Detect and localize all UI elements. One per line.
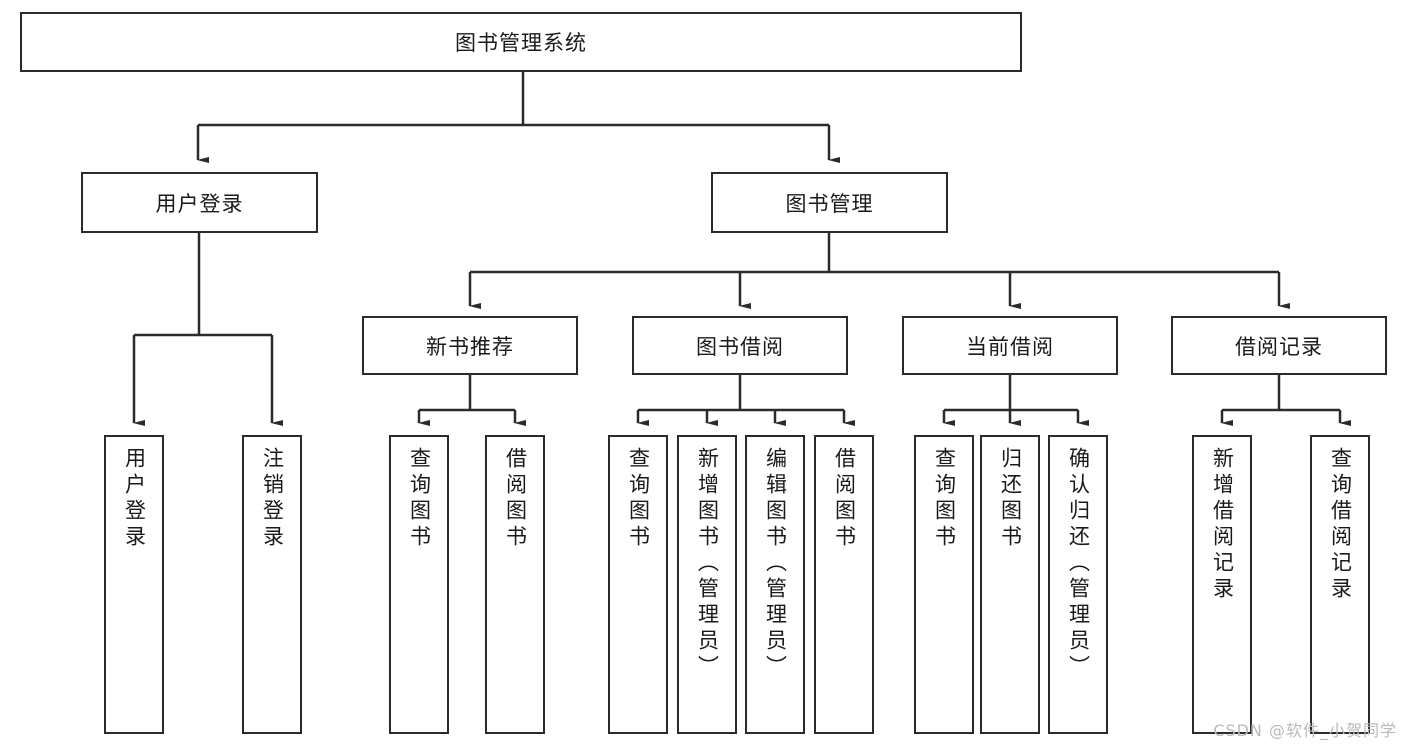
node-book-management[interactable]: 图书管理	[711, 172, 948, 233]
node-borrowing-records[interactable]: 借阅记录	[1171, 316, 1387, 375]
leaf-query-books-borrowing[interactable]: 查询图书	[608, 435, 668, 734]
leaf-user-login[interactable]: 用户登录	[104, 435, 164, 734]
leaf-add-borrow-record[interactable]: 新增借阅记录	[1192, 435, 1252, 734]
node-label: 新书推荐	[426, 334, 514, 359]
leaf-query-borrow-record[interactable]: 查询借阅记录	[1310, 435, 1370, 734]
node-label: 确认归还（管理员）	[1066, 447, 1091, 681]
leaf-borrow-books-recommendation[interactable]: 借阅图书	[485, 435, 545, 734]
node-label: 新增借阅记录	[1210, 447, 1235, 603]
node-label: 当前借阅	[966, 334, 1054, 359]
node-label: 图书管理	[785, 191, 874, 216]
leaf-confirm-return-admin[interactable]: 确认归还（管理员）	[1048, 435, 1108, 734]
node-label: 借阅记录	[1235, 334, 1323, 359]
node-label: 借阅图书	[503, 447, 528, 551]
leaf-query-books-recommendation[interactable]: 查询图书	[389, 435, 449, 734]
node-label: 查询图书	[626, 447, 651, 551]
node-root-book-management-system[interactable]: 图书管理系统	[20, 12, 1022, 72]
node-book-borrowing[interactable]: 图书借阅	[632, 316, 848, 375]
node-label: 用户登录	[155, 191, 244, 216]
node-current-borrowing[interactable]: 当前借阅	[902, 316, 1118, 375]
node-label: 查询图书	[407, 447, 432, 551]
node-label: 注销登录	[260, 447, 285, 551]
leaf-edit-book-admin[interactable]: 编辑图书（管理员）	[745, 435, 805, 734]
node-label: 查询借阅记录	[1328, 447, 1353, 603]
node-label: 查询图书	[932, 447, 957, 551]
node-label: 用户登录	[122, 447, 147, 551]
node-user-login[interactable]: 用户登录	[81, 172, 318, 233]
watermark: CSDN @软件_小贺同学	[1213, 721, 1397, 740]
node-label: 借阅图书	[832, 447, 857, 551]
node-label: 编辑图书（管理员）	[763, 447, 788, 681]
leaf-borrow-books[interactable]: 借阅图书	[814, 435, 874, 734]
node-label: 新增图书（管理员）	[695, 447, 720, 681]
leaf-add-book-admin[interactable]: 新增图书（管理员）	[677, 435, 737, 734]
node-label: 图书借阅	[696, 334, 784, 359]
node-new-book-recommendation[interactable]: 新书推荐	[362, 316, 578, 375]
leaf-query-books-current[interactable]: 查询图书	[914, 435, 974, 734]
leaf-return-books[interactable]: 归还图书	[980, 435, 1040, 734]
leaf-logout[interactable]: 注销登录	[242, 435, 302, 734]
node-label: 图书管理系统	[455, 31, 587, 55]
node-label: 归还图书	[998, 447, 1023, 551]
